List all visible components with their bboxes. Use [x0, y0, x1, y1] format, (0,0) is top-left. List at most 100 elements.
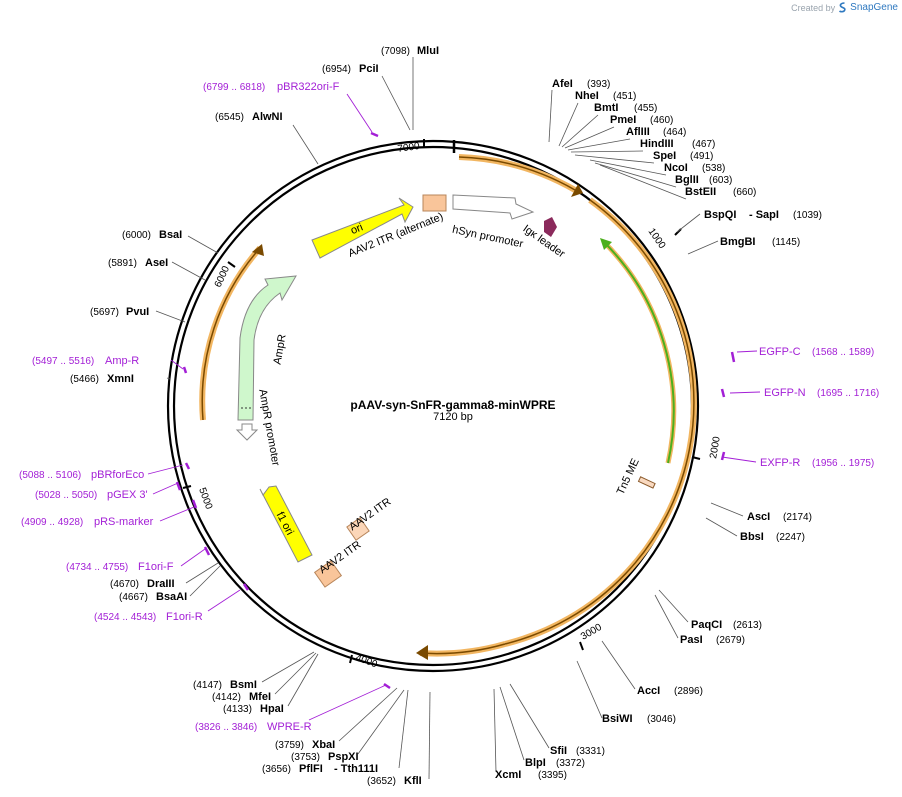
- svg-text:DraIII: DraIII: [147, 578, 175, 590]
- enzyme-hpai: (4133) HpaI: [223, 703, 284, 715]
- tick-label-1000: 1000: [646, 226, 668, 251]
- enzyme-spei: SpeI (491): [653, 150, 713, 162]
- enzyme-acci: AccI (2896): [637, 685, 703, 697]
- svg-text:HindIII: HindIII: [640, 138, 674, 150]
- svg-text:PasI: PasI: [680, 634, 703, 646]
- enzyme-bglii: BglII (603): [675, 174, 732, 186]
- svg-text:PmeI: PmeI: [610, 114, 636, 126]
- svg-text:(3046): (3046): [647, 714, 676, 725]
- ori-feature: [311, 197, 414, 259]
- svg-text:(3759): (3759): [275, 740, 304, 751]
- svg-text:(4133): (4133): [223, 704, 252, 715]
- enzyme-bsiwi: BsiWI (3046): [602, 713, 676, 725]
- enzyme-ncoi: NcoI (538): [664, 162, 725, 174]
- enzyme-pcii: (6954) PciI: [322, 63, 379, 75]
- svg-text:(3395): (3395): [538, 770, 567, 781]
- tick-label-7000: 7000: [397, 141, 421, 155]
- svg-text:(7098): (7098): [381, 46, 410, 57]
- svg-text:BsaI: BsaI: [159, 229, 182, 241]
- svg-text:(393): (393): [587, 79, 610, 90]
- svg-text:(5028 .. 5050): (5028 .. 5050): [35, 490, 97, 501]
- svg-text:(3753): (3753): [291, 752, 320, 763]
- svg-text:(4667): (4667): [119, 592, 148, 603]
- svg-text:NheI: NheI: [575, 90, 599, 102]
- tn5-me-label: Tn5 ME: [615, 457, 642, 497]
- svg-text:(4524 .. 4543): (4524 .. 4543): [94, 612, 156, 623]
- primer-exfp-r: EXFP-R (1956 .. 1975): [760, 457, 874, 469]
- svg-text:PspXI: PspXI: [328, 751, 359, 763]
- svg-text:(5697): (5697): [90, 307, 119, 318]
- svg-text:(538): (538): [702, 163, 725, 174]
- orf-left-arrowhead: [252, 244, 264, 256]
- primer-egfp-c: EGFP-C (1568 .. 1589): [759, 346, 874, 358]
- aav2-itr-label-2: AAV2 ITR: [317, 539, 363, 576]
- svg-text:(3372): (3372): [556, 758, 585, 769]
- plasmid-name: pAAV-syn-SnFR-gamma8-minWPRE: [350, 398, 555, 412]
- enzyme-pmei: PmeI (460): [610, 114, 673, 126]
- svg-text:(2679): (2679): [716, 635, 745, 646]
- svg-text:(467): (467): [692, 139, 715, 150]
- svg-text:SpeI: SpeI: [653, 150, 676, 162]
- enzyme-bsaai: (4667) BsaAI: [119, 591, 187, 603]
- svg-text:Amp-R: Amp-R: [105, 355, 139, 367]
- primer-pbr322ori-f: (6799 .. 6818) pBR322ori-F: [203, 81, 340, 93]
- primer-pbrforeco: (5088 .. 5106) pBRforEco: [19, 469, 144, 481]
- svg-text:(2613): (2613): [733, 620, 762, 631]
- svg-text:(1568 .. 1589): (1568 .. 1589): [812, 347, 874, 358]
- svg-text:MluI: MluI: [417, 45, 439, 57]
- svg-text:BglII: BglII: [675, 174, 699, 186]
- enzyme-xbai: (3759) XbaI: [275, 739, 335, 751]
- aav2-itr-alt-feature: [422, 194, 447, 212]
- svg-text:(3652): (3652): [367, 776, 396, 787]
- svg-text:PciI: PciI: [359, 63, 379, 75]
- enzyme-labels: (7098) MluI (6954) PciI (6545) AlwNI Afe…: [215, 45, 822, 781]
- enzyme-bsai: (6000) BsaI: [122, 229, 182, 241]
- enzyme-nhei: NheI (451): [575, 90, 636, 102]
- f1-ori-feature: [259, 485, 313, 563]
- svg-text:(5088 .. 5106): (5088 .. 5106): [19, 470, 81, 481]
- svg-text:AseI: AseI: [145, 257, 168, 269]
- svg-text:(2896): (2896): [674, 686, 703, 697]
- enzyme-pvui: (5697) PvuI: [90, 306, 149, 318]
- enzyme-asci: AscI (2174): [747, 511, 812, 523]
- tick-1000: 1000: [646, 226, 682, 251]
- svg-text:PvuI: PvuI: [126, 306, 149, 318]
- orf-top-arrow-line: [458, 156, 576, 191]
- svg-text:pBRforEco: pBRforEco: [91, 469, 144, 481]
- igk-leader-feature: [544, 217, 557, 237]
- svg-text:PflFI: PflFI: [299, 763, 323, 775]
- svg-text:AflIII: AflIII: [626, 126, 650, 138]
- svg-text:(4147): (4147): [193, 680, 222, 691]
- aav2-itr-feature-1: [346, 517, 370, 541]
- svg-text:HpaI: HpaI: [260, 703, 284, 715]
- svg-text:BmtI: BmtI: [594, 102, 618, 114]
- orf-right-arc: [504, 197, 697, 647]
- f1-ori-label: f1 ori: [274, 510, 296, 537]
- svg-text:KflI: KflI: [404, 775, 422, 787]
- enzyme-bsmi: (4147) BsmI: [193, 679, 257, 691]
- svg-text:pBR322ori-F: pBR322ori-F: [277, 81, 340, 93]
- primer-pgex3: (5028 .. 5050) pGEX 3': [35, 489, 148, 501]
- enzyme-xcmi: XcmI (3395): [495, 769, 567, 781]
- svg-text:BsaAI: BsaAI: [156, 591, 187, 603]
- svg-text:(3331): (3331): [576, 746, 605, 757]
- svg-text:pGEX 3': pGEX 3': [107, 489, 148, 501]
- tick-label-5000: 5000: [196, 486, 214, 511]
- svg-text:(1145): (1145): [772, 237, 800, 248]
- orf-left-arrow-line: [201, 247, 261, 421]
- primer-f1ori-r: (4524 .. 4543) F1ori-R: [94, 611, 203, 623]
- enzyme-mlui: (7098) MluI: [381, 45, 439, 57]
- enzyme-pasi: PasI (2679): [680, 634, 745, 646]
- svg-text:(1695 .. 1716): (1695 .. 1716): [817, 388, 879, 399]
- svg-text:(1956 .. 1975): (1956 .. 1975): [812, 458, 874, 469]
- orf-right-arc-line: [504, 199, 695, 645]
- enzyme-paqci: PaqCI (2613): [691, 619, 762, 631]
- svg-text:(5891): (5891): [108, 258, 137, 269]
- enzyme-hindiii: HindIII (467): [640, 138, 715, 150]
- enzyme-pspxi: (3753) PspXI: [291, 751, 359, 763]
- igk-leader-label: Igκ leader: [520, 223, 567, 261]
- ori-label: ori: [349, 221, 365, 237]
- aav2-itr-feature-2: [313, 560, 343, 588]
- svg-text:F1ori-F: F1ori-F: [138, 561, 174, 573]
- svg-text:- Tth111I: - Tth111I: [334, 763, 378, 775]
